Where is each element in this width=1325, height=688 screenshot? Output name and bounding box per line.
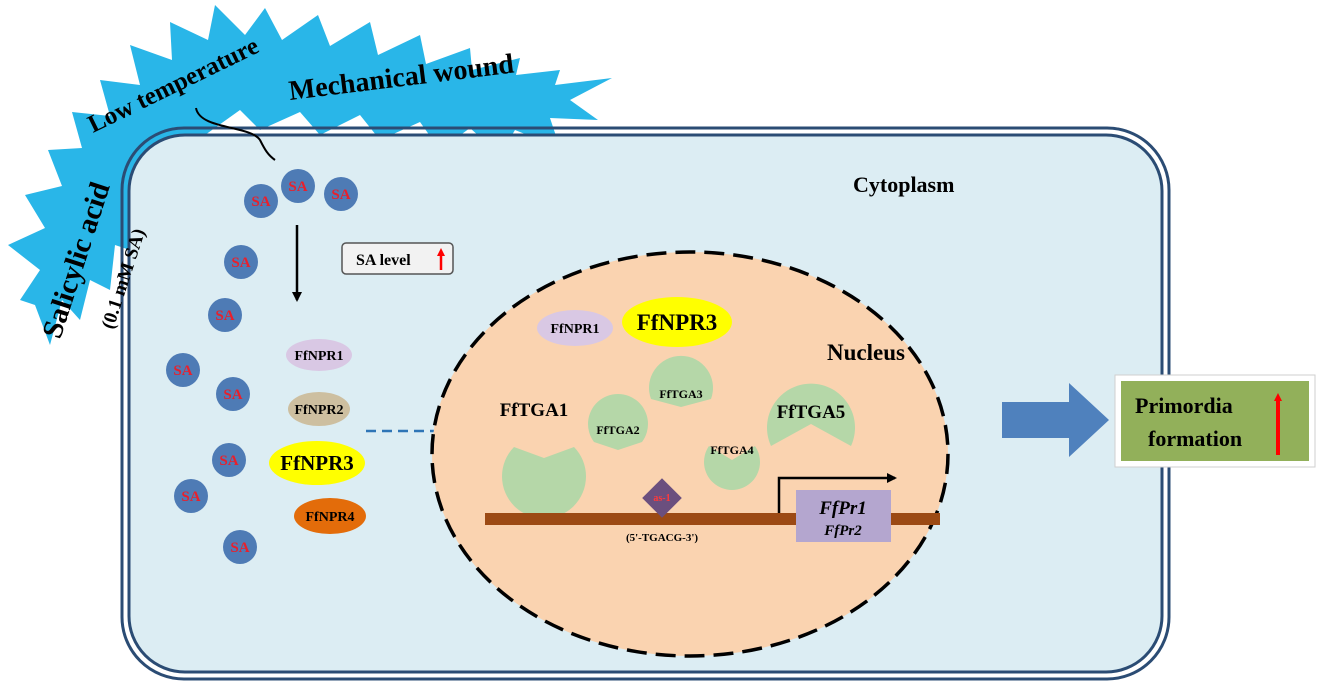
sa-molecule [224,245,258,279]
tga1-label: FfTGA1 [500,400,569,421]
npr1-nucleus: FfNPR1 [537,310,613,346]
sa-molecule [216,377,250,411]
tga3: FfTGA3 [649,355,713,407]
target-gene-box: FfPr1 FfPr2 [796,490,891,542]
npr2-cytoplasm: FfNPR2 [288,392,350,426]
tga3-label: FfTGA3 [659,387,702,401]
stimulus-burst [8,5,612,345]
sa-molecule-label: SA [331,187,350,203]
sa-molecules: SA SA SA SA SA SA SA SA SA SA [166,169,358,564]
sa-molecule [281,169,315,203]
npr3-cytoplasm: FfNPR3 [269,441,365,485]
npr4-cytoplasm: FfNPR4 [294,498,366,534]
tga5-label: FfTGA5 [777,402,846,423]
tga2-label: FfTGA2 [596,423,639,437]
tga4: FfTGA4 [704,443,761,490]
npr2-cytoplasm-label: FfNPR2 [295,403,344,418]
sa-molecule-label: SA [215,308,234,324]
sa-molecule [223,530,257,564]
npr3-nucleus-label: FfNPR3 [637,310,717,335]
tga2: FfTGA2 [588,394,649,450]
npr1-nucleus-label: FfNPR1 [551,322,600,337]
sa-molecule-label: SA [173,363,192,379]
gene-ffpr2: FfPr2 [823,523,862,539]
sa-molecule [324,177,358,211]
cytoplasm-label: Cytoplasm [853,172,954,197]
tga4-label: FfTGA4 [710,443,753,457]
nucleus [430,250,950,658]
sa-molecule-label: SA [251,194,270,210]
transcription-start-arrow [777,473,897,513]
sa-molecule-label: SA [223,387,242,403]
sa-molecule [244,184,278,218]
stimulus-connector-line [195,107,276,161]
npr4-cytoplasm-label: FfNPR4 [306,510,355,525]
sa-molecule [166,353,200,387]
outcome-line1: Primordia [1135,393,1233,418]
npr1-cytoplasm: FfNPR1 [286,339,352,371]
tga5: FfTGA5 [767,383,855,446]
sa-molecule-label: SA [230,540,249,556]
sa-molecule [174,479,208,513]
outcome-line2: formation [1148,426,1242,451]
sa-level-label: SA level [356,252,411,269]
tga1: FfTGA1 [500,400,586,519]
sa-molecule [212,443,246,477]
as1-label: as-1 [653,493,670,504]
sa-molecule-label: SA [231,255,250,271]
as1-element: as-1 [642,478,682,518]
as1-sequence: (5'-TGACG-3') [626,532,698,544]
sa-molecule-label: SA [219,453,238,469]
sa-molecule [208,298,242,332]
outcome-arrow [1002,383,1109,457]
npr1-cytoplasm-label: FfNPR1 [295,349,344,364]
npr3-nucleus: FfNPR3 [622,297,732,347]
gene-ffpr1: FfPr1 [818,498,867,519]
npr3-cytoplasm-label: FfNPR3 [280,451,353,475]
sa-molecule-label: SA [181,489,200,505]
nucleus-label: Nucleus [827,340,905,365]
outcome-box: Primordia formation [1114,374,1316,468]
sa-molecule-label: SA [288,179,307,195]
sa-level-box: SA level [341,242,454,275]
